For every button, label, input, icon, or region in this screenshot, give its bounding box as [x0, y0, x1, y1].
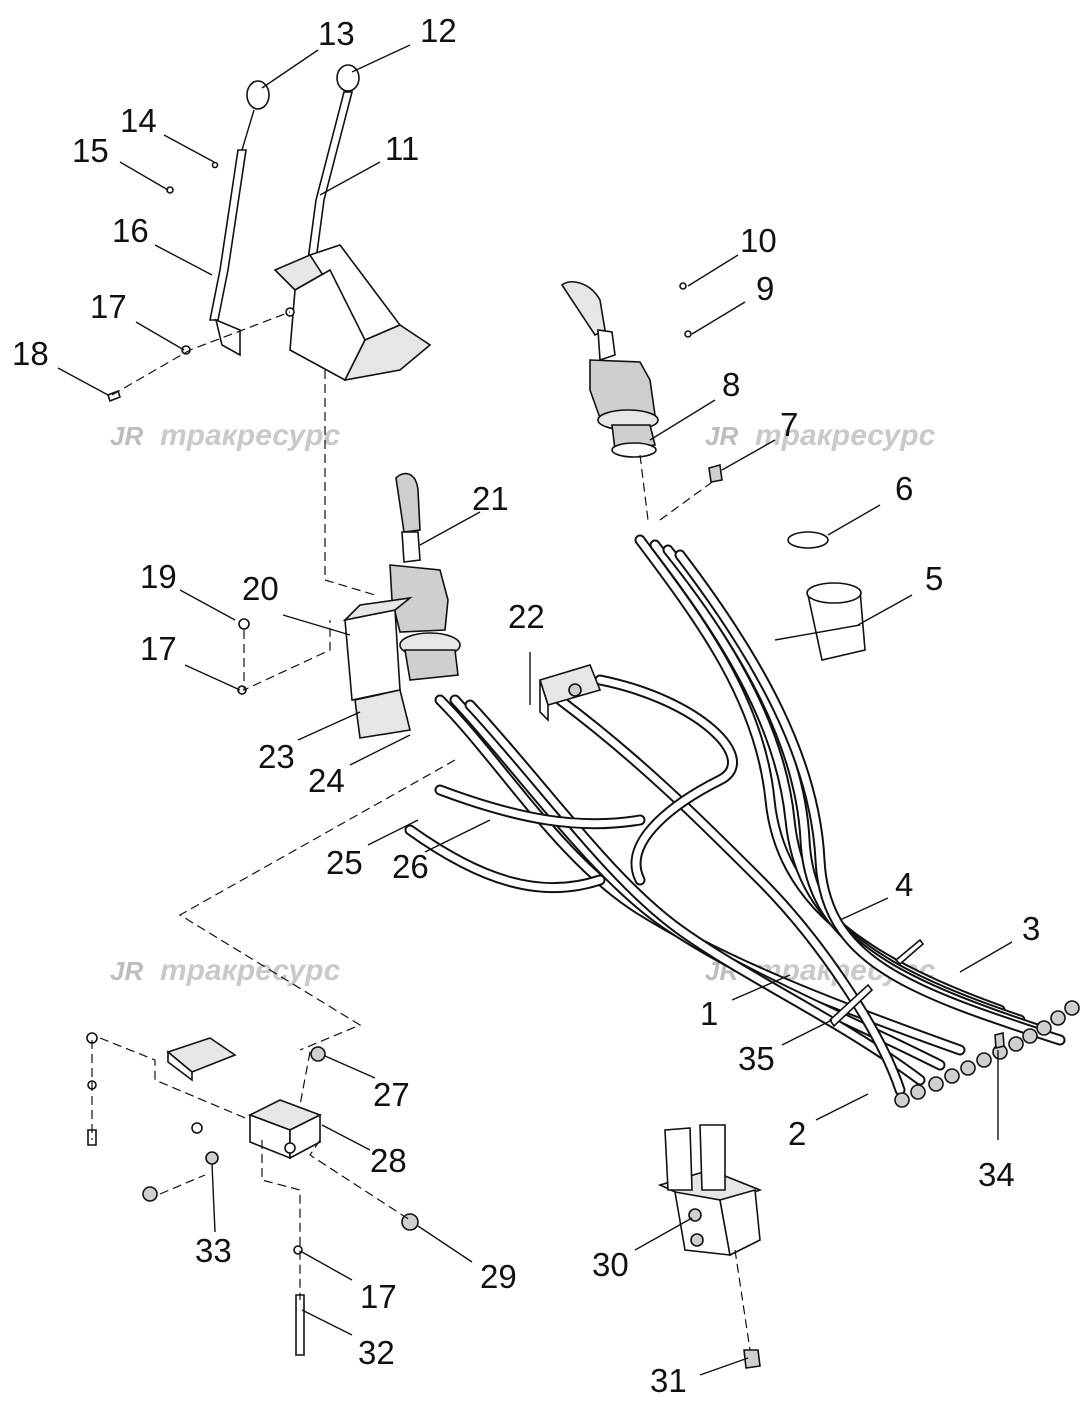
label-4: 4: [895, 866, 913, 903]
label-11: 11: [385, 130, 419, 167]
label-35: 35: [738, 1040, 775, 1077]
label-13: 13: [318, 15, 355, 52]
svg-text:JR: JR: [705, 421, 738, 451]
label-19: 19: [140, 558, 177, 595]
label-34: 34: [978, 1156, 1015, 1193]
clamp-35: [828, 983, 874, 1028]
label-25: 25: [326, 844, 363, 881]
svg-text:JR: JR: [110, 421, 143, 451]
label-32: 32: [358, 1334, 395, 1371]
label-9: 9: [756, 270, 774, 307]
label-8: 8: [722, 366, 740, 403]
joystick-right: [560, 281, 723, 483]
label-3: 3: [1022, 910, 1040, 947]
fitting-34: [994, 1031, 1005, 1050]
label-17-mid: 17: [140, 630, 177, 667]
label-12: 12: [420, 12, 457, 49]
lever-assembly: [107, 64, 432, 403]
label-30: 30: [592, 1246, 629, 1283]
part-labels: 13 12 14 15 11 16 17 18 10 9 8 7 6 5 21 …: [12, 12, 1040, 1399]
joystick-left: [237, 472, 461, 739]
label-29: 29: [480, 1258, 517, 1295]
label-21: 21: [472, 480, 509, 517]
hose-bundle: [404, 534, 1066, 1096]
label-16: 16: [112, 212, 149, 249]
watermark-top-left: JR тракресурс: [110, 419, 341, 452]
o-ring-6: [787, 531, 829, 549]
label-28: 28: [370, 1142, 407, 1179]
filter-5: [806, 582, 866, 661]
valve-block-22: [538, 664, 602, 722]
label-24: 24: [308, 762, 345, 799]
svg-text:тракресурс: тракресурс: [160, 419, 341, 452]
label-17-top: 17: [90, 288, 127, 325]
label-17-bottom: 17: [360, 1278, 397, 1315]
label-18: 18: [12, 335, 49, 372]
clamp-35b: [894, 938, 925, 966]
label-7: 7: [780, 406, 798, 443]
svg-text:JR: JR: [110, 956, 143, 986]
label-14: 14: [120, 102, 157, 139]
label-5: 5: [925, 560, 943, 597]
valve-30: [657, 1124, 763, 1369]
label-2: 2: [788, 1115, 806, 1152]
watermark-top-right: JR тракресурс: [705, 419, 936, 452]
hose-end-fittings: [894, 1000, 1080, 1108]
label-23: 23: [258, 738, 295, 775]
assembly-lines: [91, 311, 751, 1351]
label-31: 31: [650, 1362, 687, 1399]
svg-text:тракресурс: тракресурс: [160, 954, 341, 987]
label-10: 10: [740, 222, 777, 259]
label-26: 26: [392, 848, 429, 885]
label-15: 15: [72, 132, 109, 169]
watermark-bottom-left: JR тракресурс: [110, 954, 341, 987]
manifold-28: [86, 1032, 419, 1356]
label-20: 20: [242, 570, 279, 607]
svg-text:тракресурс: тракресурс: [755, 419, 936, 452]
label-6: 6: [895, 470, 913, 507]
label-33: 33: [195, 1232, 232, 1269]
label-27: 27: [373, 1076, 410, 1113]
label-1: 1: [700, 995, 718, 1032]
leader-lines: [57, 44, 1013, 1376]
label-22: 22: [508, 598, 545, 635]
